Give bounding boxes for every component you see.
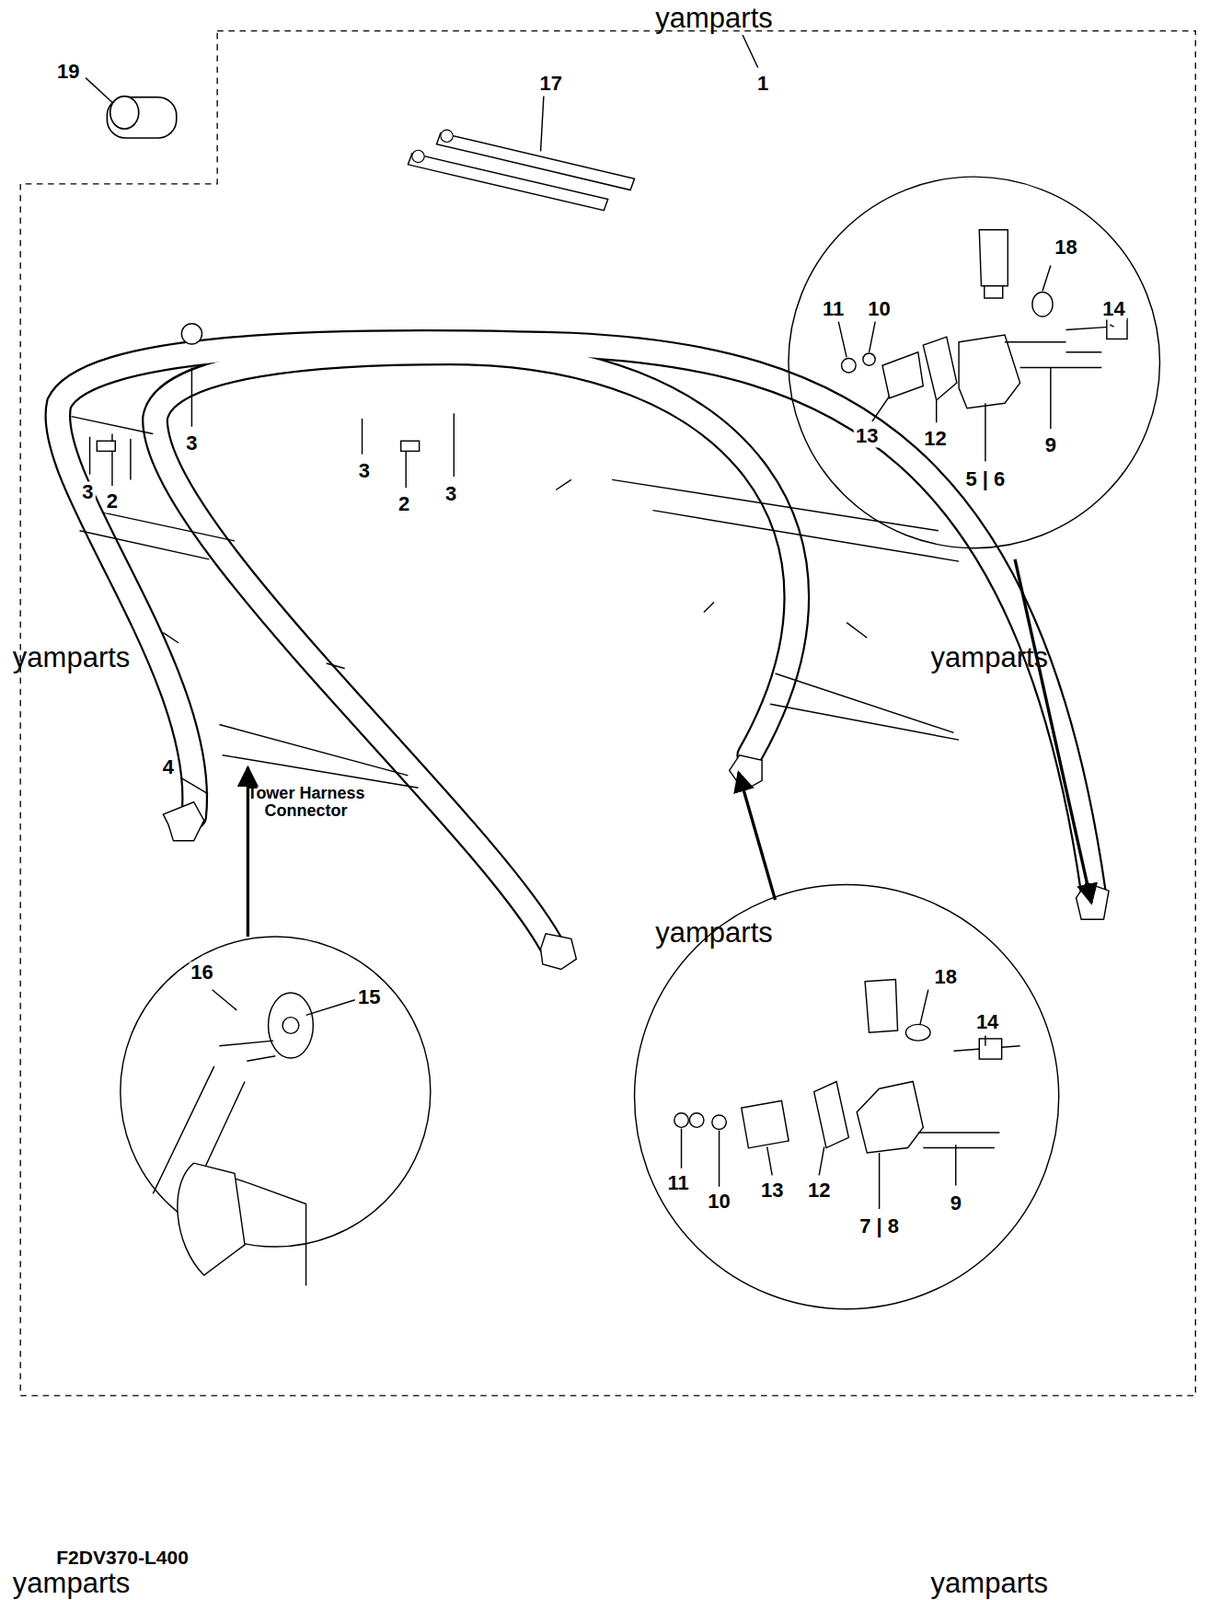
callout-number: 2 [104, 491, 120, 513]
callout-number: 3 [184, 433, 199, 455]
watermark: yamparts [929, 1567, 1050, 1599]
callout-number: 18 [932, 966, 958, 988]
callout-number: 14 [1100, 298, 1127, 320]
callout-number: 13 [759, 1179, 785, 1201]
watermark: yamparts [653, 3, 774, 35]
callout-number: 5 | 6 [963, 468, 1007, 490]
watermark: yamparts [11, 643, 132, 674]
callout-number: 3 [357, 460, 372, 483]
watermark: yamparts [929, 643, 1050, 674]
callout-number: 18 [1052, 237, 1079, 259]
watermark: yamparts [653, 918, 774, 949]
callout-number: 2 [396, 493, 412, 515]
callout-number: 11 [666, 1172, 692, 1194]
callout-number: 4 [161, 756, 176, 778]
watermark: yamparts [11, 1567, 132, 1599]
callout-number: 9 [1043, 435, 1059, 457]
callout-number: 10 [865, 298, 892, 320]
callout-number: 12 [806, 1179, 832, 1201]
callout-number: 12 [921, 427, 948, 450]
connector-note: Tower Harness Connector [235, 785, 378, 821]
callout-number: 3 [443, 483, 459, 505]
callout-number: 9 [948, 1193, 964, 1215]
callout-number: 1 [755, 72, 771, 94]
callout-number: 7 | 8 [857, 1215, 901, 1237]
callout-number: 15 [356, 987, 382, 1009]
diagram-code: F2DV370-L400 [54, 1547, 191, 1568]
callout-number: 10 [705, 1190, 732, 1212]
callout-number: 19 [55, 60, 81, 82]
callout-number: 14 [974, 1011, 1001, 1033]
callout-number: 11 [820, 298, 846, 320]
callout-number: 3 [80, 482, 95, 504]
callout-number: 13 [853, 426, 880, 448]
callout-number: 17 [537, 72, 564, 94]
callout-number: 16 [188, 961, 215, 983]
